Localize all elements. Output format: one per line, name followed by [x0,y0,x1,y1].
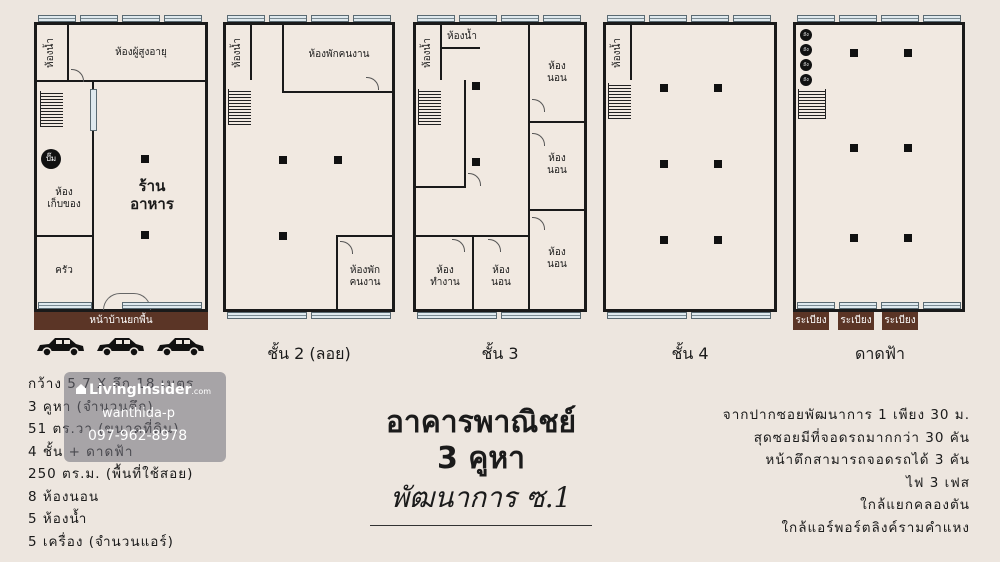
column [334,156,342,164]
watermark-agent: wanthida-p [102,406,175,421]
title-line-1: อาคารพาณิชย์ [385,405,577,440]
door-icon [71,69,84,82]
door-icon [340,241,353,254]
column [660,84,668,92]
water-tank-icon: ถัง [800,59,812,71]
balcony-label: ระเบียง [793,312,829,330]
title-line-3: พัฒนาการ ซ.1 [390,481,572,514]
column [714,236,722,244]
column [714,160,722,168]
column [472,158,480,166]
stairs-icon [608,83,631,119]
floor-label: ชั้น 3 [481,344,519,363]
room-label-bathroom-2: ห้องน้ำ [447,31,477,42]
column [850,144,858,152]
floor-label: ชั้น 4 [671,344,709,363]
balcony-label: ระเบียง [838,312,874,330]
room-label-bedroom: ห้อง นอน [547,153,567,176]
stairs-icon [418,89,441,125]
column [660,236,668,244]
column [660,160,668,168]
room-label-restaurant: ร้าน อาหาร [130,177,174,213]
highlight-item: ใกล้แอร์พอร์ตลิงค์รามคำแหง [781,519,970,536]
floor4-plan: ห้องน้ำ [603,22,777,312]
door-icon [452,239,465,252]
door-icon [532,99,545,112]
title-line-2: 3 คูหา [436,441,525,476]
spec-item: 5 เครื่อง (จำนวนแอร์) [28,533,174,550]
highlight-item: จากปากซอยพัฒนาการ 1 เพียง 30 ม. [722,407,970,423]
highlight-list: จากปากซอยพัฒนาการ 1 เพียง 30 ม. สุดซอยมี… [723,404,970,539]
door-icon [532,133,545,146]
room-label-bathroom: ห้องน้ำ [612,38,623,68]
listing-title: อาคารพาณิชย์ 3 คูหา พัฒนาการ ซ.1 [370,405,592,526]
column [850,234,858,242]
room-label-worker-room: ห้องพักคนงาน [308,49,370,60]
stairs-icon [228,89,251,125]
water-tank-icon: ถัง [800,44,812,56]
raised-front-strip: หน้าบ้านยกพื้น [34,312,208,330]
highlight-item: หน้าตึกสามารถจอดรถได้ 3 คัน [765,452,970,468]
spec-item: 5 ห้องน้ำ [28,511,88,527]
spec-item: 8 ห้องนอน [28,488,100,505]
car-icon [157,338,204,357]
room-label-bedroom: ห้อง นอน [547,61,567,84]
ground-floor-plan: ห้องน้ำ ห้องผู้สูงอายุ ปั๊ม ห้อง เก็บของ… [34,22,208,312]
spec-item: 250 ตร.ม. (พื้นที่ใช้สอย) [28,466,194,482]
room-label-bathroom: ห้องน้ำ [232,38,243,68]
room-label-bathroom: ห้องน้ำ [45,38,56,68]
stairs-icon [798,89,826,119]
column [472,82,480,90]
highlight-item: ไฟ 3 เฟส [906,474,970,491]
title-underline [370,525,592,526]
rooftop-plan: ถัง ถัง ถัง ถัง [793,22,965,312]
room-label-worker-room-2: ห้องพัก คนงาน [349,265,381,288]
highlight-item: สุดซอยมีที่จอดรถมากกว่า 30 คัน [753,429,970,446]
car-icon [97,338,144,357]
column [141,231,149,239]
room-label-kitchen: ครัว [55,265,73,276]
column [279,232,287,240]
stairs-icon [40,91,63,127]
column [141,155,149,163]
room-label-bedroom: ห้อง นอน [547,247,567,270]
watermark-brand: LivingInsider [89,382,192,398]
room-label-bedroom: ห้อง นอน [491,265,511,288]
room-label-bathroom: ห้องน้ำ [422,38,433,68]
room-label-storage: ห้อง เก็บของ [47,187,81,210]
water-tank-icon: ถัง [800,74,812,86]
column [279,156,287,164]
water-tank-icon: ถัง [800,29,812,41]
watermark-phone: 097-962-8978 [88,428,188,444]
pump-icon: ปั๊ม [41,149,61,169]
watermark-brand-sub: .com [191,387,212,396]
door-icon [532,217,545,230]
column [904,144,912,152]
room-label-elder-room: ห้องผู้สูงอายุ [115,47,167,58]
watermark: LivingInsider.com wanthida-p 097-962-897… [64,372,226,462]
door-icon [488,239,501,252]
floor-label: ชั้น 2 (ลอย) [267,344,351,363]
column [714,84,722,92]
column [904,234,912,242]
room-label-office: ห้อง ทำงาน [430,265,460,288]
car-icon [37,338,84,357]
door-icon [366,77,379,90]
balcony-label: ระเบียง [882,312,918,330]
floor-label: ดาดฟ้า [854,344,906,363]
floor3-plan: ห้องน้ำ ห้องน้ำ ห้อง นอน ห้อง นอน ห้อง น… [413,22,587,312]
column [904,49,912,57]
door-icon [468,173,481,186]
house-logo-icon [76,384,86,394]
floor2-plan: ห้องน้ำ ห้องพักคนงาน ห้องพัก คนงาน [223,22,395,312]
column [850,49,858,57]
highlight-item: ใกล้แยกคลองตัน [860,497,970,513]
